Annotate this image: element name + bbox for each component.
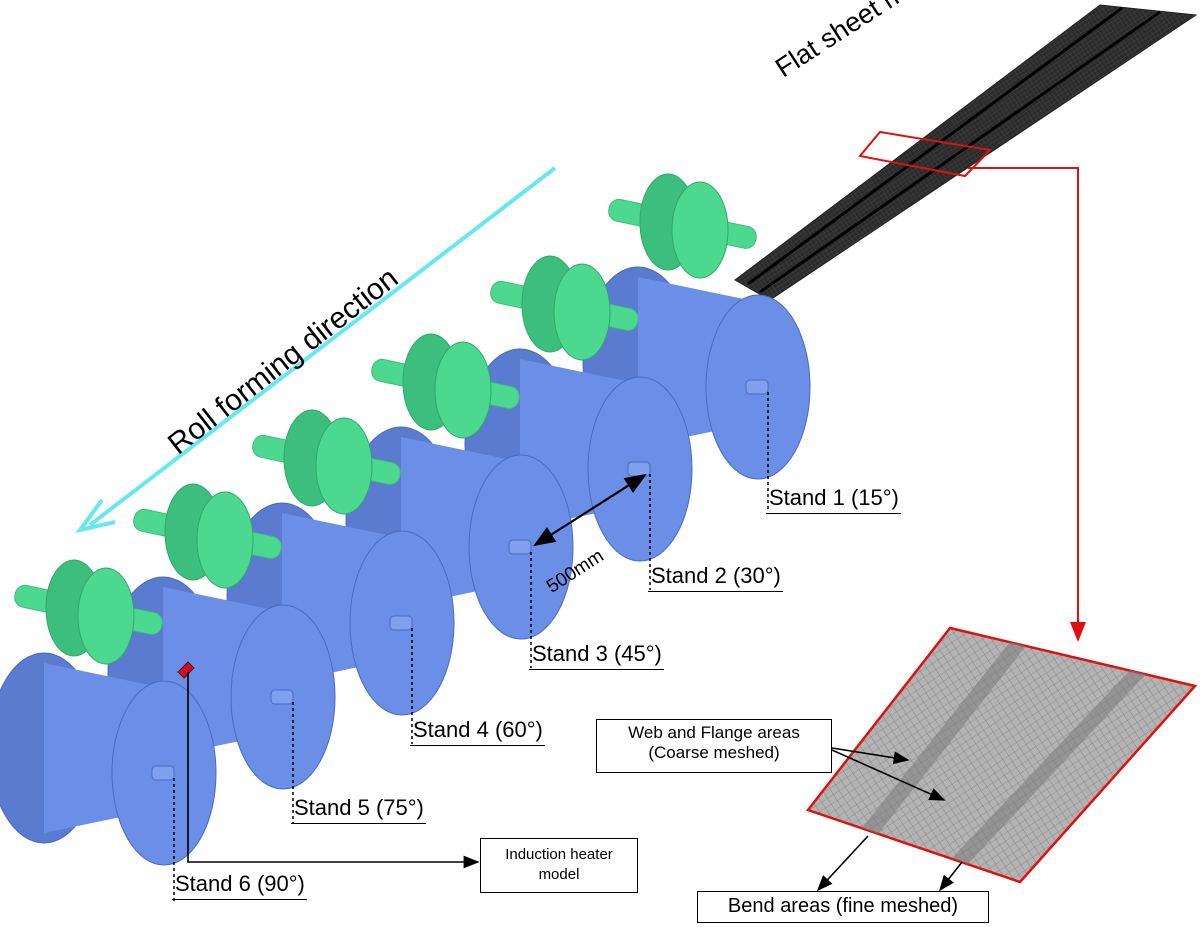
sheet-highlight-box xyxy=(858,130,993,178)
stand-2-label: Stand 2 (30°) xyxy=(648,564,783,592)
stand-leaders xyxy=(173,392,769,902)
mesh-detail-panel xyxy=(805,626,1198,884)
stand-4-upper-disc-front xyxy=(434,341,492,439)
heater-label-box: Induction heater model xyxy=(480,838,638,893)
stand-1-lower-hub xyxy=(151,765,175,781)
stand-5-upper-disc-front xyxy=(553,263,611,361)
stand-2-lower-hub xyxy=(270,689,294,705)
stand-6-upper-disc-front xyxy=(671,181,729,279)
stand-3-lower-hub xyxy=(389,615,413,631)
stand-3-label: Stand 3 (45°) xyxy=(529,642,664,670)
flat-sheet-metal xyxy=(734,4,1198,301)
stand-6-label: Stand 6 (90°) xyxy=(172,872,307,900)
stand-1-label: Stand 1 (15°) xyxy=(766,486,901,514)
web-flange-arrow-1 xyxy=(831,747,910,765)
spacing-dimension-arrow xyxy=(533,473,647,547)
bend-arrow-2 xyxy=(939,861,963,892)
stand-1-upper-disc-front xyxy=(77,567,135,665)
web-flange-arrow-2 xyxy=(831,749,946,801)
heater-line-1: Induction heater xyxy=(505,846,613,863)
stand-5-label: Stand 5 (75°) xyxy=(291,796,426,824)
web-flange-line-2: (Coarse meshed) xyxy=(648,743,780,762)
roll-stands xyxy=(0,173,811,866)
stand-3-upper-disc-front xyxy=(315,417,373,515)
heater-line-2: model xyxy=(538,866,580,883)
stand-5-lower-hub xyxy=(627,461,651,477)
stand-2-upper-disc-front xyxy=(196,491,254,589)
bend-areas-label-box: Bend areas (fine meshed) xyxy=(697,891,989,923)
web-flange-label-box: Web and Flange areas (Coarse meshed) xyxy=(596,719,832,773)
stand-4-label: Stand 4 (60°) xyxy=(410,718,545,746)
induction-heater-model xyxy=(177,661,195,679)
web-flange-line-1: Web and Flange areas xyxy=(628,723,800,742)
stand-6-lower-hub xyxy=(745,379,769,395)
heater-leader-arrow xyxy=(187,672,480,869)
bend-arrow-1 xyxy=(816,835,869,892)
detail-connector-arrow xyxy=(968,167,1086,642)
roll-forming-direction-arrow xyxy=(88,166,557,527)
stand-4-lower-hub xyxy=(508,539,532,555)
direction-arrow-head xyxy=(75,498,116,534)
